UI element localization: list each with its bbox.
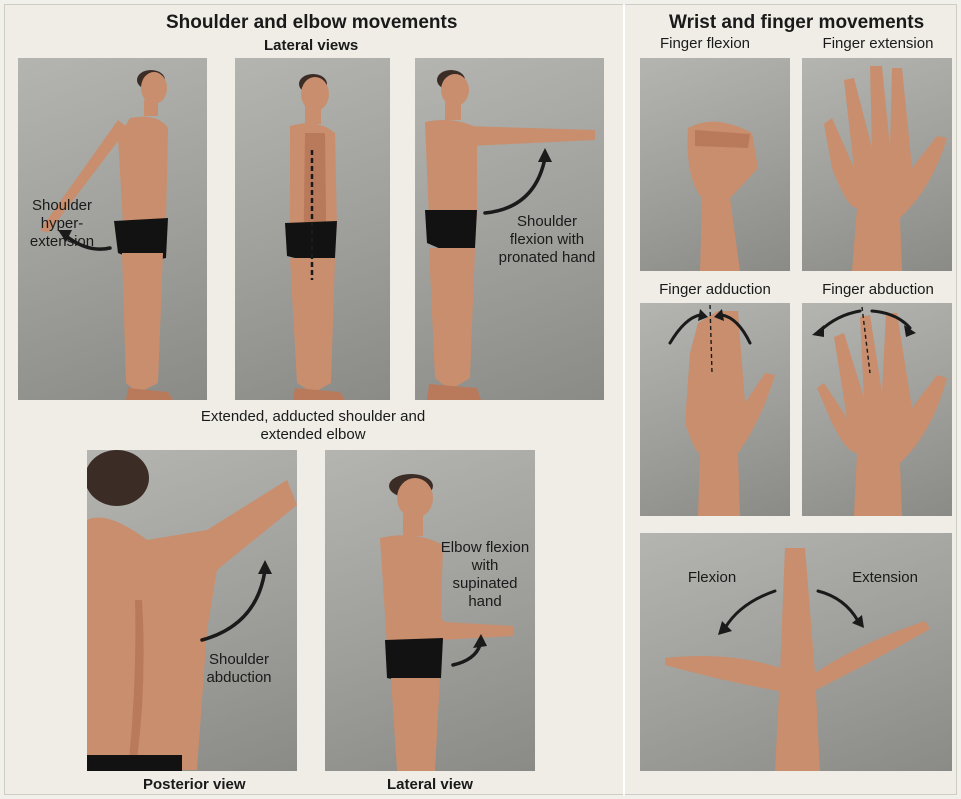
photo-neutral-position <box>235 58 390 400</box>
label-shoulder-flexion: Shoulder flexion with pronated hand <box>498 213 596 266</box>
photo-finger-abduction <box>802 303 952 516</box>
label-wrist-extension: Extension <box>852 569 918 586</box>
photo-shoulder-hyperextension <box>18 58 207 400</box>
photo-finger-adduction <box>640 303 790 516</box>
label-elbow-flexion: Elbow flexion with supinated hand <box>440 539 530 610</box>
caption-neutral-position: Extended, adducted shoulder and extended… <box>200 408 426 443</box>
label-lateral-view: Lateral view <box>387 776 473 793</box>
lateral-views-subtitle: Lateral views <box>264 37 359 54</box>
photo-finger-extension <box>802 58 952 271</box>
label-finger-flexion: Finger flexion <box>659 35 751 52</box>
photo-elbow-flexion <box>325 450 535 771</box>
left-section-title: Shoulder and elbow movements <box>166 12 458 33</box>
label-shoulder-hyperextension: Shoulder hyper- extension <box>29 197 95 250</box>
label-wrist-flexion: Flexion <box>687 569 737 586</box>
label-finger-abduction: Finger abduction <box>822 281 934 298</box>
photo-shoulder-flexion <box>415 58 604 400</box>
photo-shoulder-abduction <box>87 450 297 771</box>
label-finger-extension: Finger extension <box>822 35 934 52</box>
photo-finger-flexion <box>640 58 790 271</box>
section-divider <box>623 4 625 795</box>
right-section-title: Wrist and finger movements <box>669 12 925 33</box>
label-shoulder-abduction: Shoulder abduction <box>206 651 272 686</box>
photo-wrist-flexion-extension <box>640 533 952 771</box>
label-posterior-view: Posterior view <box>143 776 246 793</box>
label-finger-adduction: Finger adduction <box>659 281 771 298</box>
